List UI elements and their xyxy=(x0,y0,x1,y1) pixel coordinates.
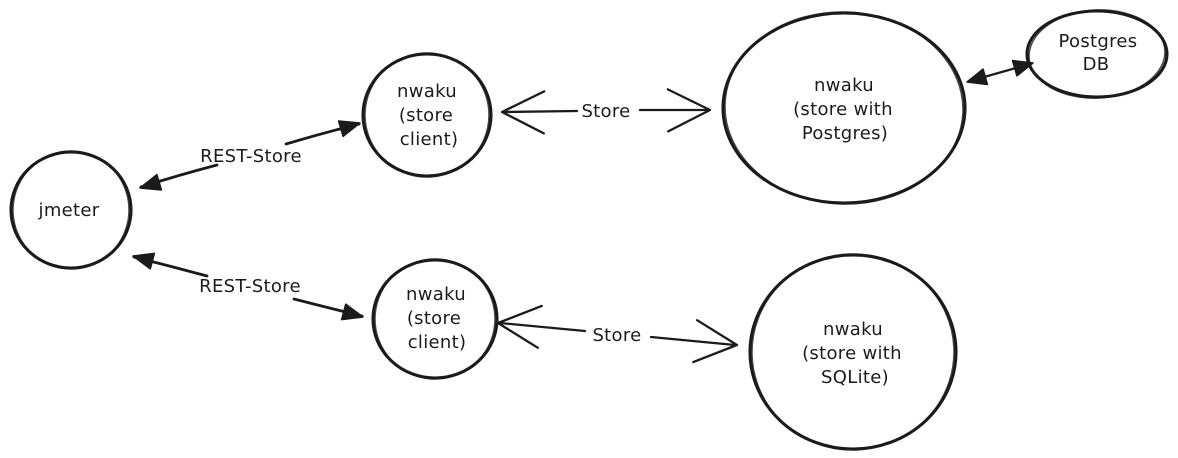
edge-postgres-db-link xyxy=(966,59,1034,86)
node-label: jmeter xyxy=(38,200,100,221)
arrowhead-filled-icon xyxy=(1011,59,1034,77)
node-label: Postgres) xyxy=(802,123,888,144)
edge-line xyxy=(501,109,579,114)
arrowhead-filled-icon xyxy=(139,173,163,191)
edge-label: REST-Store xyxy=(200,146,302,167)
node-sketch-stroke xyxy=(1028,9,1166,99)
edge-store-bottom: Store xyxy=(496,304,739,364)
node-nwaku-store-postgres: nwaku (store with Postgres) xyxy=(721,11,967,205)
node-postgres-db: Postgres DB xyxy=(1025,9,1169,99)
node-sketch-stroke xyxy=(364,52,490,178)
node-label: (store xyxy=(407,308,461,329)
edge-line xyxy=(649,335,737,347)
arrowhead-chevron-icon xyxy=(692,319,739,364)
node-shape xyxy=(361,52,493,178)
node-label: nwaku xyxy=(397,81,457,102)
node-label: client) xyxy=(400,129,459,150)
node-jmeter-shape xyxy=(9,150,133,270)
node-nwaku-store-client-top: nwaku (store client) xyxy=(361,52,493,178)
node-label: client) xyxy=(408,332,467,353)
node-label: (store with xyxy=(793,99,893,120)
node-label: nwaku xyxy=(406,284,466,305)
node-label: nwaku xyxy=(814,75,874,96)
node-label: Postgres xyxy=(1059,31,1138,52)
arrowhead-chevron-icon xyxy=(500,90,546,135)
edge-rest-store-top: REST-Store xyxy=(139,120,361,191)
node-label: nwaku xyxy=(823,319,883,340)
node-shape xyxy=(371,258,499,380)
node-nwaku-store-sqlite: nwaku (store with SQLite) xyxy=(748,253,958,451)
node-jmeter: jmeter xyxy=(9,150,133,270)
node-nwaku-store-client-bottom: nwaku (store client) xyxy=(371,258,499,380)
node-label: SQLite) xyxy=(821,367,889,388)
node-sketch-stroke xyxy=(374,258,496,380)
edge-label: REST-Store xyxy=(199,276,301,297)
edge-label: Store xyxy=(581,101,630,122)
arrowhead-filled-icon xyxy=(337,120,361,138)
node-shape xyxy=(1025,9,1169,99)
arrowhead-filled-icon xyxy=(966,68,989,86)
node-label: DB xyxy=(1083,54,1110,75)
arrowhead-chevron-icon xyxy=(666,88,712,133)
node-label: (store with xyxy=(802,343,902,364)
edge-store-top: Store xyxy=(500,88,712,135)
arrowhead-filled-icon xyxy=(132,252,156,270)
node-sketch-stroke xyxy=(751,253,955,451)
edge-line xyxy=(498,321,587,333)
edge-label: Store xyxy=(592,325,641,346)
node-shape xyxy=(721,11,967,205)
node-shape xyxy=(748,253,958,451)
arrowhead-filled-icon xyxy=(340,303,364,321)
node-jmeter-sketch-stroke xyxy=(12,150,130,270)
node-label: (store xyxy=(399,105,453,126)
node-sketch-stroke xyxy=(724,11,964,205)
edge-rest-store-bottom: REST-Store xyxy=(132,252,364,321)
